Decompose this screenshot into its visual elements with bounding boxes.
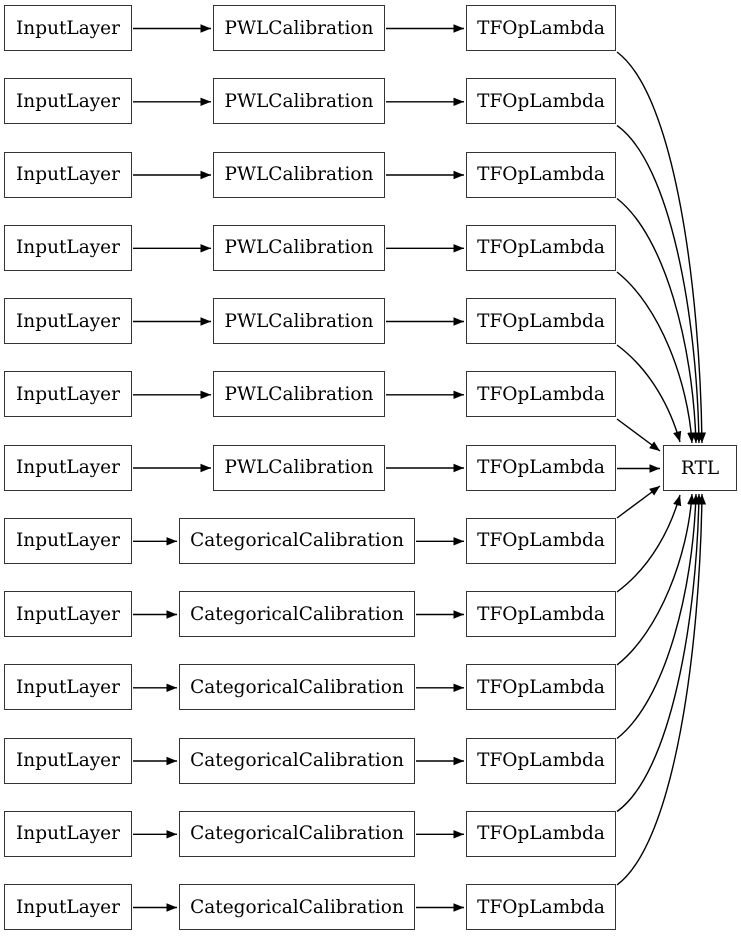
node-input-layer: InputLayer	[4, 151, 132, 198]
node-input-layer: InputLayer	[4, 5, 132, 51]
node-input-layer: InputLayer	[4, 444, 132, 491]
edge	[616, 493, 696, 666]
node-input-layer: InputLayer	[4, 591, 132, 637]
lambda-to-rtl-edges	[616, 51, 707, 886]
calibration-to-lambda-edges	[386, 24, 464, 912]
node-tfop-lambda: TFOpLambda	[466, 810, 616, 857]
edge	[616, 197, 700, 444]
node-tfop-lambda: TFOpLambda	[466, 371, 616, 418]
node-tfop-lambda: TFOpLambda	[466, 737, 616, 784]
edge	[616, 124, 704, 444]
node-categorical-calibration: CategoricalCalibration	[179, 517, 415, 564]
input-to-calibration-edges	[133, 24, 211, 912]
node-tfop-lambda: TFOpLambda	[466, 591, 616, 637]
edge	[616, 493, 700, 740]
node-tfop-lambda: TFOpLambda	[466, 151, 616, 198]
node-input-layer: InputLayer	[4, 810, 132, 857]
edge	[616, 494, 682, 593]
node-rtl: RTL	[663, 445, 737, 491]
node-pwl-calibration: PWLCalibration	[213, 5, 385, 51]
node-categorical-calibration: CategoricalCalibration	[179, 591, 415, 637]
node-categorical-calibration: CategoricalCalibration	[179, 737, 415, 784]
node-tfop-lambda: TFOpLambda	[466, 664, 616, 711]
node-pwl-calibration: PWLCalibration	[213, 78, 385, 125]
node-categorical-calibration: CategoricalCalibration	[179, 884, 415, 930]
node-tfop-lambda: TFOpLambda	[466, 444, 616, 491]
node-input-layer: InputLayer	[4, 664, 132, 711]
node-tfop-lambda: TFOpLambda	[466, 884, 616, 930]
node-input-layer: InputLayer	[4, 884, 132, 930]
edge	[616, 485, 661, 519]
node-input-layer: InputLayer	[4, 371, 132, 418]
node-tfop-lambda: TFOpLambda	[466, 5, 616, 51]
node-input-layer: InputLayer	[4, 517, 132, 564]
node-pwl-calibration: PWLCalibration	[213, 224, 385, 271]
node-categorical-calibration: CategoricalCalibration	[179, 810, 415, 857]
edge	[616, 271, 696, 444]
node-pwl-calibration: PWLCalibration	[213, 371, 385, 418]
node-categorical-calibration: CategoricalCalibration	[179, 664, 415, 711]
node-pwl-calibration: PWLCalibration	[213, 444, 385, 491]
node-tfop-lambda: TFOpLambda	[466, 517, 616, 564]
edge	[616, 493, 704, 813]
node-input-layer: InputLayer	[4, 78, 132, 125]
node-tfop-lambda: TFOpLambda	[466, 78, 616, 125]
node-input-layer: InputLayer	[4, 298, 132, 344]
node-tfop-lambda: TFOpLambda	[466, 224, 616, 271]
node-input-layer: InputLayer	[4, 224, 132, 271]
edge	[616, 418, 661, 452]
edge	[616, 493, 707, 886]
node-input-layer: InputLayer	[4, 737, 132, 784]
node-tfop-lambda: TFOpLambda	[466, 298, 616, 344]
edge	[616, 344, 682, 443]
node-pwl-calibration: PWLCalibration	[213, 151, 385, 198]
edge	[616, 51, 707, 444]
node-pwl-calibration: PWLCalibration	[213, 298, 385, 344]
